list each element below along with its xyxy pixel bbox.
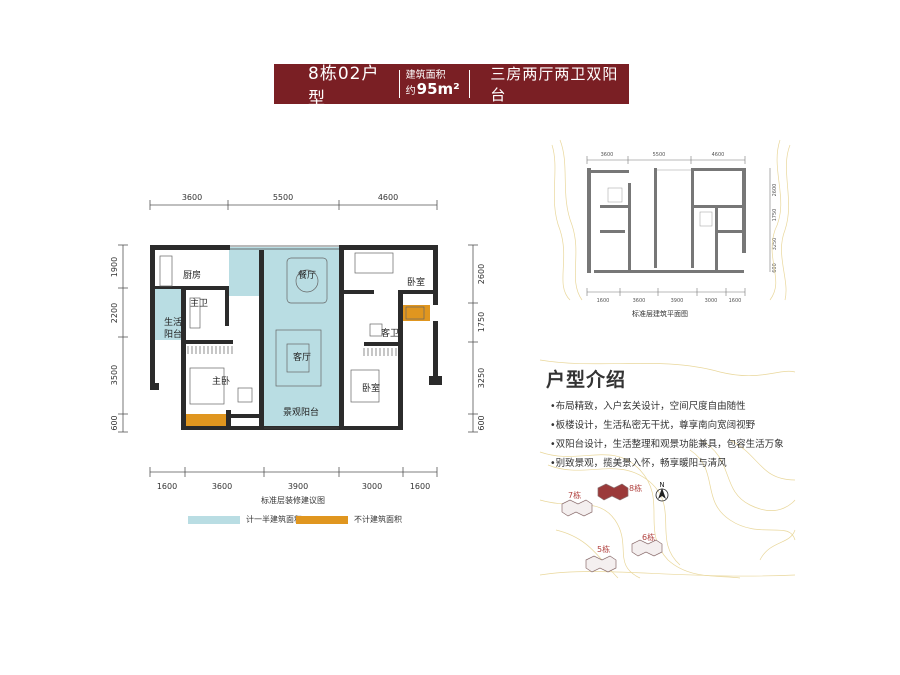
site-label-7: 7栋 — [568, 490, 581, 500]
feature-list: •布局精致，入户玄关设计，空间尺度自由随性 •板楼设计，生活私密无干扰，尊享南向… — [550, 397, 784, 473]
room-guest-bath: 客卫 — [381, 327, 399, 339]
bottom-dim-1: 1600 — [157, 482, 177, 491]
site-label-5: 5栋 — [597, 544, 610, 554]
feature-item: •双阳台设计，生活整理和观景功能兼具，包容生活万象 — [550, 439, 784, 450]
right-dim-1: 2600 — [477, 264, 486, 284]
room-layout: 三房两厅两卫双阳台 — [490, 65, 619, 104]
bottom-dimensions — [149, 467, 438, 477]
room-living: 客厅 — [293, 351, 311, 363]
small-bottom-dim-4: 3000 — [705, 298, 718, 304]
feature-item: •板楼设计，生活私密无干扰，尊享南向宽阔视野 — [550, 420, 756, 431]
area-value-block: 约95m² — [406, 81, 464, 98]
area-block: 建筑面积 约95m² — [406, 70, 464, 98]
area-label: 建筑面积 — [405, 70, 446, 82]
top-dim-1: 3600 — [182, 193, 202, 202]
room-master-bedroom: 主卧 — [212, 375, 230, 387]
small-top-dim-3: 4600 — [712, 152, 725, 158]
right-dim-4: 600 — [477, 415, 486, 430]
small-bottom-dim-3: 3900 — [671, 298, 684, 304]
legend-swatch-half — [188, 515, 240, 524]
right-dimensions — [468, 244, 478, 433]
left-dim-2: 2200 — [110, 303, 119, 323]
site-label-6: 6栋 — [642, 532, 655, 542]
furniture — [159, 252, 425, 405]
banner-divider-2 — [469, 70, 471, 98]
north-arrow-icon — [655, 488, 669, 502]
title-banner: 8栋02户型 建筑面积 约95m² 三房两厅两卫双阳台 — [274, 64, 629, 109]
room-bedroom-ne: 卧室 — [407, 276, 425, 288]
windows — [230, 245, 339, 429]
area-value: 95m² — [416, 80, 460, 99]
area-approx: 约 — [405, 86, 416, 98]
small-plan: 3600 5500 4600 1600 3600 3900 3000 1600 … — [586, 152, 778, 318]
north-label: N — [659, 481, 664, 489]
small-right-dim-2: 1750 — [772, 209, 778, 222]
walls — [150, 245, 442, 430]
main-plan-caption: 标准层装修建议图 — [261, 495, 325, 505]
top-dim-3: 4600 — [378, 193, 398, 202]
unit-type: 8栋02户型 — [308, 64, 380, 109]
legend-swatch-no — [296, 515, 348, 524]
room-bedroom-se: 卧室 — [362, 382, 380, 394]
room-view-balcony: 景观阳台 — [283, 406, 319, 418]
left-dim-1: 1900 — [110, 257, 119, 277]
room-dining: 餐厅 — [298, 269, 316, 281]
room-utility-balcony-1: 生活 — [164, 316, 182, 328]
no-area-balcony-right — [403, 305, 430, 321]
small-plan-caption: 标准层建筑平面图 — [632, 309, 688, 318]
feature-item: •别致景观，揽美景入怀，畅享暖阳与清风 — [550, 458, 727, 469]
small-bottom-dim-5: 1600 — [729, 298, 742, 304]
no-area-balcony-bottom — [185, 414, 230, 430]
room-utility-balcony-2: 阳台 — [164, 328, 182, 340]
contour-background — [539, 139, 796, 579]
small-top-dim-1: 3600 — [601, 152, 614, 158]
legend-no-area: 不计建筑面积 — [296, 514, 402, 525]
bottom-dim-5: 1600 — [410, 482, 430, 491]
bottom-dim-2: 3600 — [212, 482, 232, 491]
feature-item: •布局精致，入户玄关设计，空间尺度自由随性 — [550, 401, 746, 412]
left-dim-3: 3500 — [110, 365, 119, 385]
legend-no-label: 不计建筑面积 — [354, 515, 402, 524]
small-right-dim-1: 2600 — [772, 184, 778, 197]
small-bottom-dim-1: 1600 — [597, 298, 610, 304]
right-dim-3: 3250 — [477, 368, 486, 388]
small-right-dim-4: 600 — [772, 263, 778, 273]
half-area-balcony-left — [152, 288, 185, 340]
wardrobe — [187, 346, 397, 356]
banner-divider — [398, 70, 400, 98]
room-kitchen: 厨房 — [183, 269, 201, 281]
left-dimensions — [118, 244, 128, 433]
site-map — [561, 483, 663, 573]
small-plan-dims — [586, 156, 771, 296]
site-label-8: 8栋 — [629, 483, 642, 493]
right-dim-2: 1750 — [477, 312, 486, 332]
half-area-living — [264, 288, 339, 428]
bottom-dim-4: 3000 — [362, 482, 382, 491]
top-dim-2: 5500 — [273, 193, 293, 202]
small-right-dim-3: 3250 — [772, 238, 778, 251]
legend-half-label: 计一半建筑面积 — [246, 515, 302, 524]
small-plan-walls — [587, 168, 746, 273]
small-bottom-dim-2: 3600 — [633, 298, 646, 304]
left-dim-4: 600 — [110, 415, 119, 430]
legend-half-area: 计一半建筑面积 — [188, 514, 302, 525]
top-dimensions — [149, 200, 438, 210]
info-title: 户型介绍 — [546, 369, 627, 391]
half-area-dining — [229, 247, 339, 296]
bottom-dim-3: 3900 — [288, 482, 308, 491]
small-top-dim-2: 5500 — [653, 152, 666, 158]
room-master-bath: 主卫 — [190, 297, 208, 309]
